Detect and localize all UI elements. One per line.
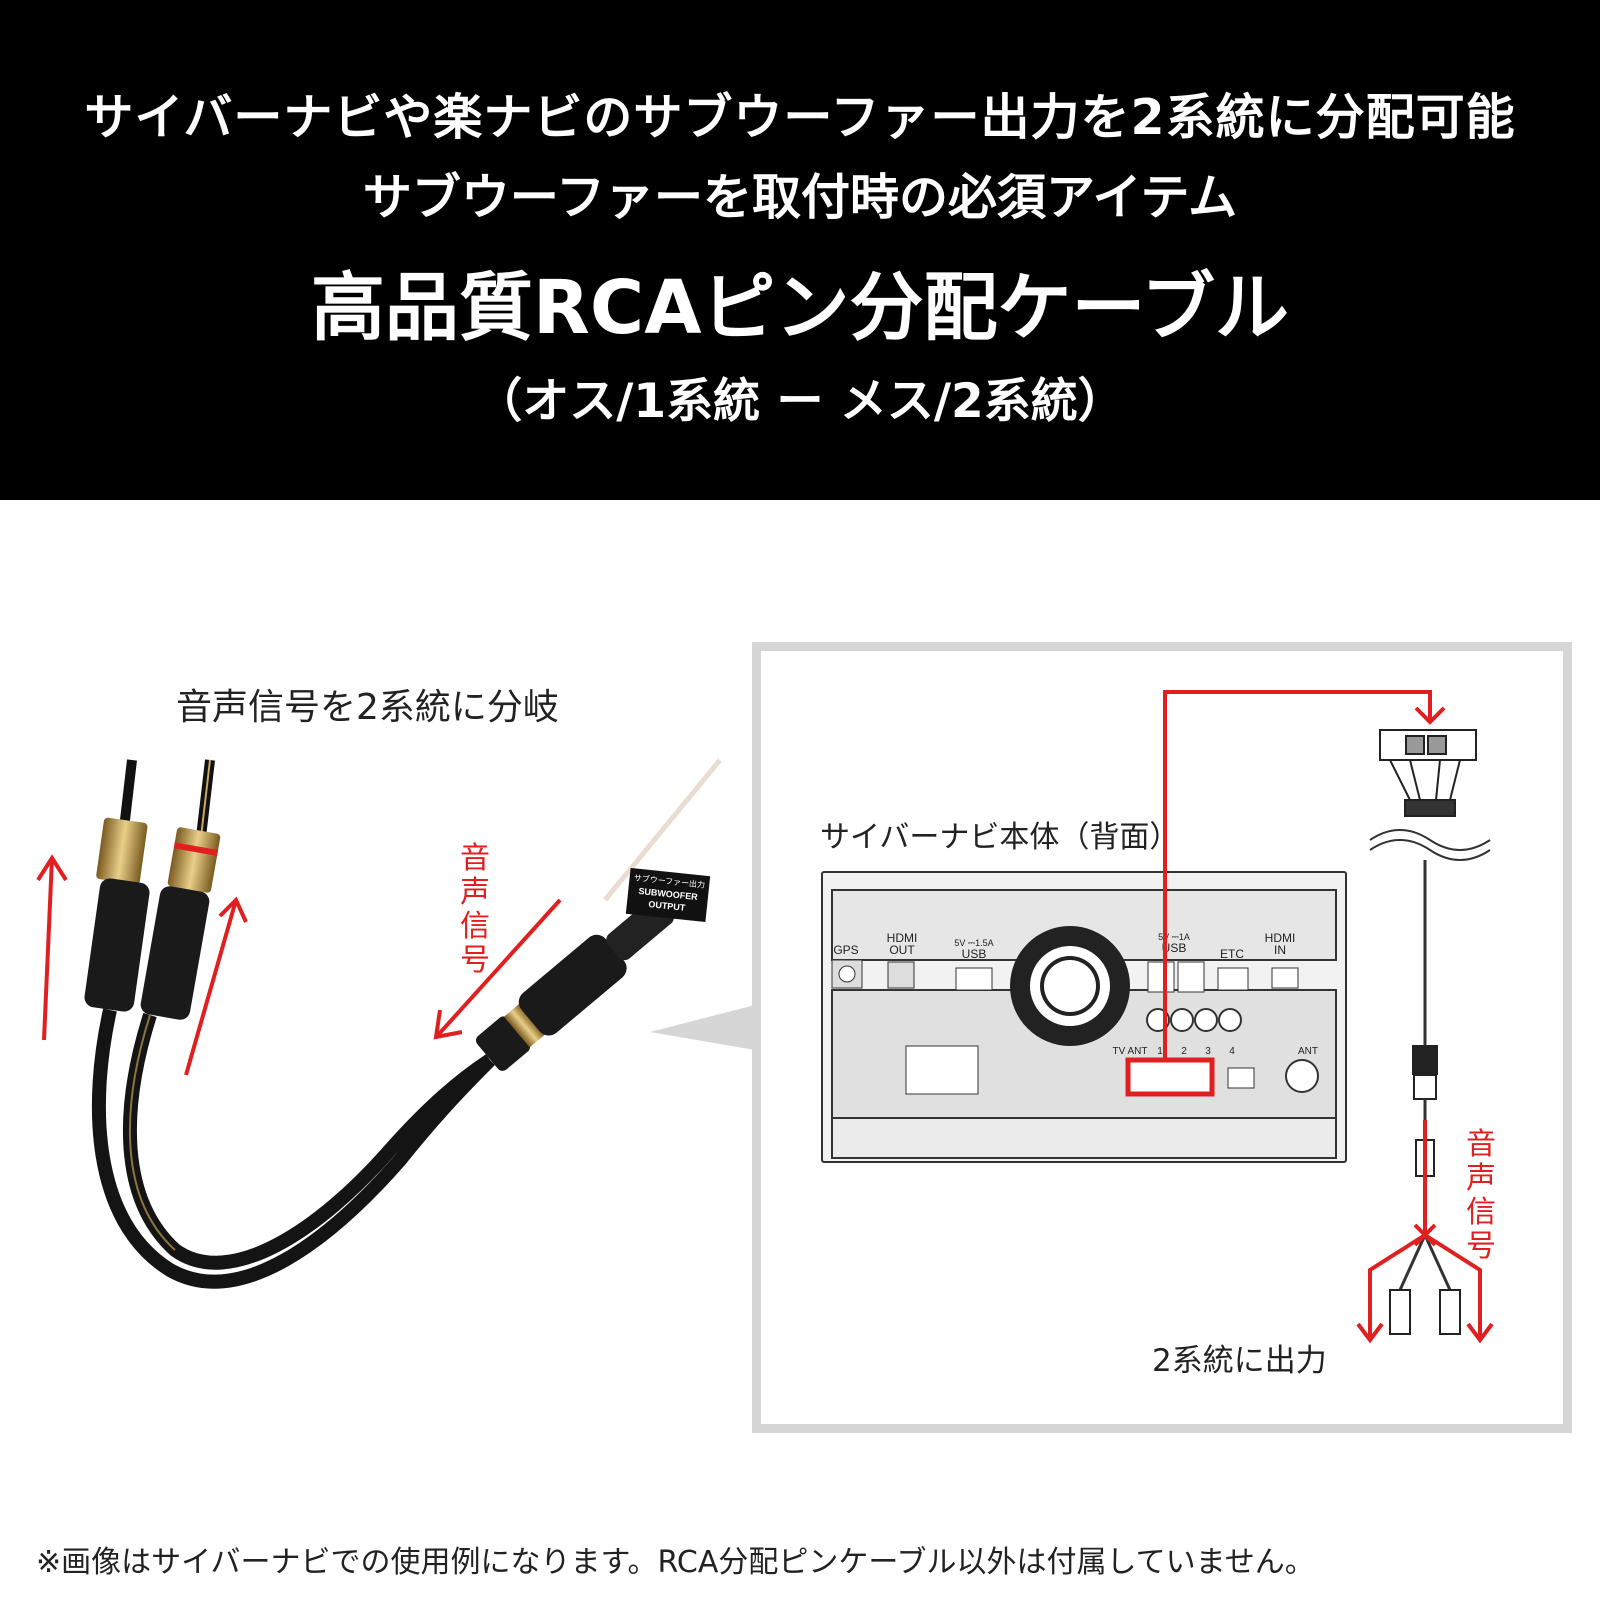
branch-label: 音声信号を2系統に分岐	[176, 687, 559, 728]
hdmi-in-port-icon	[1271, 967, 1299, 989]
diagram-signal-label: 音声信号	[1466, 1127, 1496, 1264]
arrow-up-right-icon	[184, 896, 248, 1076]
port-label-hdmi-in-1: HDMI	[1265, 931, 1296, 945]
product-title: 高品質RCAピン分配ケーブル	[310, 265, 1290, 351]
port-label-usb-left: USB	[962, 947, 987, 961]
product-subtitle: （オス/1系統 ー メス/2系統）	[475, 374, 1125, 429]
arrow-up-left-icon	[36, 854, 68, 1041]
output-label: 2系統に出力	[1152, 1343, 1327, 1379]
port-label-usb-rating-left: 5V ⎓1.5A	[954, 938, 993, 948]
header-banner: サイバーナビや楽ナビのサブウーファー出力を2系統に分配可能 サブウーファーを取付…	[0, 0, 1600, 500]
cable-photo: サブウーファー出力 SUBWOOFER OUTPUT	[36, 758, 722, 1289]
port-label-gps: GPS	[833, 943, 858, 957]
port-label-4: 4	[1229, 1046, 1235, 1057]
port-label-3: 3	[1205, 1046, 1211, 1057]
arrow-down-left-icon	[433, 898, 562, 1040]
rca-jacks	[1146, 1008, 1242, 1032]
nav-diagram: GPS HDMI OUT 5V ⎓1.5A USB 5V ⎓1A USB ETC…	[821, 690, 1494, 1344]
port-label-1: 1	[1157, 1046, 1163, 1057]
port-label-hdmi-in-2: IN	[1274, 943, 1286, 957]
rca-plug-icon	[1412, 1045, 1438, 1075]
usb-port-right-b-icon	[1177, 961, 1205, 993]
nav-unit-label: サイバーナビ本体（背面）	[820, 820, 1180, 855]
callout-pointer	[650, 1005, 755, 1050]
port-label-usb-rating-right: 5V ⎓1A	[1158, 932, 1190, 942]
usb-port-right-a-icon	[1147, 961, 1175, 993]
signal-route-line	[1163, 690, 1446, 1060]
footnote: ※画像はサイバーナビでの使用例になります。RCA分配ピンケーブル以外は付属してい…	[36, 1545, 1315, 1580]
ant-port-icon	[1285, 1059, 1319, 1093]
fan-icon	[1010, 926, 1130, 1046]
port-4-icon	[1227, 1067, 1255, 1089]
port-label-etc: ETC	[1220, 947, 1244, 961]
hdmi-out-port-icon	[887, 961, 915, 989]
female-jack-left-icon	[1389, 1289, 1411, 1335]
headline-line-1: サイバーナビや楽ナビのサブウーファー出力を2系統に分配可能	[84, 89, 1516, 146]
usb-port-left-icon	[955, 967, 993, 991]
harness-connector-icon	[1379, 729, 1477, 817]
highlight-connector	[1125, 1057, 1215, 1097]
headline-line-2: サブウーファーを取付時の必須アイテム	[362, 169, 1238, 226]
output-arrows	[1356, 1120, 1494, 1344]
main-connector-icon	[905, 1045, 979, 1095]
tag-line-3: OUTPUT	[648, 899, 686, 913]
port-label-tv-ant: TV ANT	[1112, 1046, 1147, 1057]
port-label-usb-right: USB	[1162, 941, 1187, 955]
port-label-hdmi-out-1: HDMI	[887, 931, 918, 945]
port-label-hdmi-out-2: OUT	[889, 943, 915, 957]
subwoofer-output-tag: サブウーファー出力 SUBWOOFER OUTPUT	[625, 867, 711, 923]
port-label-2: 2	[1181, 1046, 1187, 1057]
etc-port-icon	[1217, 967, 1249, 991]
photo-signal-label: 音声信号	[460, 841, 490, 978]
port-label-ant: ANT	[1298, 1046, 1318, 1057]
female-jack-right-icon	[1439, 1289, 1461, 1335]
